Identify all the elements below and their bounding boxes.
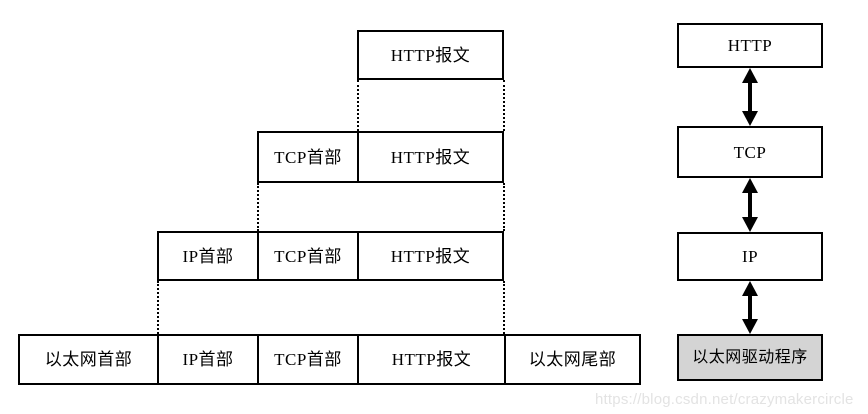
ip-header-cell: IP首部: [157, 334, 259, 385]
transport-layer-row: TCP首部 HTTP报文: [257, 131, 504, 183]
stack-layer-http: HTTP: [677, 23, 823, 68]
tcp-header-cell: TCP首部: [257, 231, 359, 281]
tcp-header-cell: TCP首部: [257, 334, 359, 385]
stack-layer-ip: IP: [677, 232, 823, 281]
guide-line-http-left: [357, 80, 359, 131]
stack-layer-tcp: TCP: [677, 126, 823, 178]
arrow-http-tcp: [739, 68, 761, 126]
http-message-cell: HTTP报文: [357, 231, 504, 281]
guide-line-http-right: [503, 80, 505, 131]
arrow-tcp-ip: [739, 178, 761, 232]
ethernet-trailer-cell: 以太网尾部: [504, 334, 641, 385]
http-message-cell: HTTP报文: [357, 30, 504, 80]
arrow-ip-ethernet: [739, 281, 761, 334]
ethernet-header-cell: 以太网首部: [18, 334, 159, 385]
network-layer-row: IP首部 TCP首部 HTTP报文: [157, 231, 504, 281]
guide-line-tcp-right: [503, 183, 505, 231]
guide-line-ip-left: [157, 281, 159, 334]
http-message-cell: HTTP报文: [357, 131, 504, 183]
guide-line-ip-right: [503, 281, 505, 334]
http-message-cell: HTTP报文: [357, 334, 506, 385]
tcp-header-cell: TCP首部: [257, 131, 359, 183]
guide-line-tcp-left: [257, 183, 259, 231]
ip-header-cell: IP首部: [157, 231, 259, 281]
application-layer-row: HTTP报文: [357, 30, 504, 80]
watermark: https://blog.csdn.net/crazymakercircle: [595, 391, 854, 408]
link-layer-row: 以太网首部 IP首部 TCP首部 HTTP报文 以太网尾部: [18, 334, 641, 385]
stack-layer-ethernet-driver: 以太网驱动程序: [677, 334, 823, 381]
